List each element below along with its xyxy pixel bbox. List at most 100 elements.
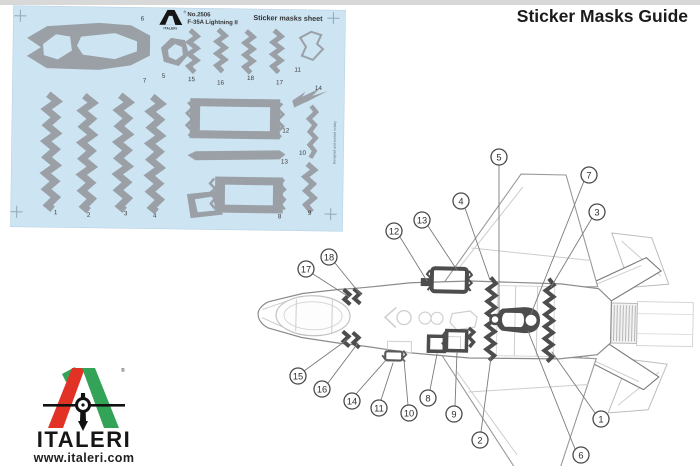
sheet-part-label-8: 8 [278,213,282,220]
callout-10: 10 [400,359,418,422]
fuselage-roundel-right [430,311,444,325]
svg-text:3: 3 [594,208,599,218]
sheet-part-label-16: 16 [217,80,225,87]
callout-16: 16 [313,342,359,398]
sheet-part-label-9: 9 [308,210,312,217]
intake-mask-15 [340,329,352,348]
sheet-side-note: Designed and printed in Italy [332,121,337,164]
callout-1: 1 [551,351,610,428]
sheet-mask-strip-10 [305,104,320,159]
sheet-mask-ring-8-jag-right [278,178,287,211]
svg-text:5: 5 [496,153,501,163]
intake-mask-18 [351,287,363,306]
svg-text:16: 16 [317,385,327,395]
callout-5: 5 [490,148,508,314]
svg-text:9: 9 [451,410,456,420]
sheet-mask-ring-12 [189,98,281,140]
callout-11: 11 [370,362,394,417]
sheet-part-label-15: 15 [188,76,196,83]
right-wing-panel-line [456,371,518,456]
canopy-inner [283,301,343,331]
sheet-mask-strip-17 [268,28,286,75]
panel-mask-jag-right [466,326,477,349]
panel-mask-8 [426,334,447,354]
sheet-item-number: No.2506 [187,12,211,18]
panel-mask-jag-left [441,330,449,352]
gunpod-mask-tick [381,354,386,360]
svg-text:7: 7 [586,171,591,181]
logo-registered-mark: ® [121,367,125,374]
svg-text:10: 10 [404,409,414,419]
sheet-mask-bolt-14 [292,87,328,108]
svg-text:17: 17 [301,265,311,275]
sheet-mask-ring-12-jag-left [184,101,196,138]
windscreen-frame [295,299,297,332]
sheet-mask-ring-8-jag-left [208,177,217,210]
callout-15: 15 [289,338,349,385]
fuselage-roundel-left [396,309,412,326]
registration-crosses [10,9,340,221]
exhaust-line-1 [637,312,694,316]
logo-website-text: www.italeri.com [33,451,135,465]
sheet-part-label-2: 2 [87,212,91,219]
callout-18: 18 [320,248,362,296]
svg-text:2: 2 [477,436,482,446]
aircraft-top-view [257,173,694,466]
callout-3: 3 [550,203,606,288]
sheet-mask-strip-15 [184,28,202,74]
sheet-subject: F-35A Lightning II [187,20,238,27]
callout-4: 4 [452,192,491,281]
callout-12: 12 [385,222,428,282]
svg-text:11: 11 [374,404,384,414]
intake-mask-17 [341,287,353,306]
sheet-part-label-4: 4 [153,213,157,220]
right-wing [438,350,597,466]
callout-7: 7 [530,166,598,315]
sheet-part-label-17: 17 [276,79,284,86]
svg-text:14: 14 [347,397,357,407]
left-wing-flap-line [471,247,592,262]
exhaust-line-2 [636,332,693,336]
sheet-part-label-5: 5 [162,73,166,80]
callout-9: 9 [445,351,463,423]
logo-brand-text: ITALERI [37,427,131,452]
sheet-mask-strip-18 [240,29,258,75]
mini-logo-registered-mark: ® [183,10,186,14]
sheet-part-label-3: 3 [124,210,128,217]
left-wing-panel-line [458,186,524,269]
sheet-mask-canopy-frame [26,22,151,70]
svg-text:8: 8 [425,394,430,404]
svg-text:4: 4 [458,197,463,207]
callout-2: 2 [471,356,492,449]
sheet-mask-ring-12-jag-right [274,102,286,139]
svg-text:13: 13 [417,216,427,226]
sheet-mask-strip-13 [187,150,286,161]
logo-left-leg-red [48,368,85,428]
callout-17: 17 [297,260,350,298]
receptacle-light-mask [489,313,501,326]
exhaust-area [635,300,694,348]
page-top-edge [0,0,700,5]
nozzle-feathers [613,305,636,342]
sheet-part-label-1: 1 [54,209,58,216]
canopy-mask-jag-left [425,269,433,291]
sheet-part-label-14: 14 [315,85,323,92]
sheet-mask-strip-9 [300,161,319,214]
sheet-label: Sticker masks sheet [253,13,323,23]
sheet-part-label-12: 12 [282,127,290,134]
right-wing-flap-line [468,384,589,393]
sheet-mask-ring-8 [214,176,284,214]
italeri-logo: ® ITALERI www.italeri.com [33,367,135,465]
fuselage-hexagon-marking [449,310,478,331]
callouts: 5 7 3 4 13 12 18 [289,148,610,464]
serrated-strip-aft [541,277,557,364]
callout-8: 8 [419,353,438,407]
gunpod-mask [384,350,404,362]
logo-right-leg-green [82,368,119,428]
callout-14: 14 [343,359,387,410]
sheet-part-label-11: 11 [294,67,301,74]
sheet-mask-strip-1 [39,91,64,212]
sheet-part-label-18: 18 [247,75,255,82]
svg-text:6: 6 [578,451,583,461]
